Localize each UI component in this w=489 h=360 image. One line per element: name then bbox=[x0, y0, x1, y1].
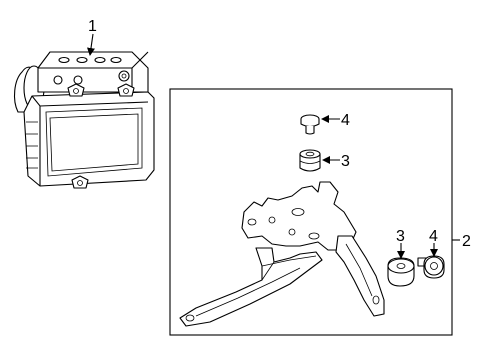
collar-bolt-right[interactable] bbox=[417, 255, 445, 279]
callout-3-right: 3 bbox=[396, 228, 405, 245]
callout-3-upper: 3 bbox=[341, 153, 350, 170]
collar-bolt-upper[interactable] bbox=[300, 114, 320, 135]
callout-1: 1 bbox=[88, 18, 97, 35]
callout-4-upper: 4 bbox=[341, 112, 350, 129]
callout-4-right: 4 bbox=[429, 228, 438, 245]
leader-1 bbox=[87, 33, 95, 56]
grommet-upper[interactable] bbox=[299, 149, 321, 172]
abs-modulator-assembly[interactable] bbox=[13, 51, 155, 189]
callout-2: 2 bbox=[462, 233, 471, 250]
mounting-bracket[interactable] bbox=[179, 181, 385, 327]
grommet-right[interactable] bbox=[387, 257, 415, 287]
bracket-group-frame bbox=[169, 88, 453, 336]
